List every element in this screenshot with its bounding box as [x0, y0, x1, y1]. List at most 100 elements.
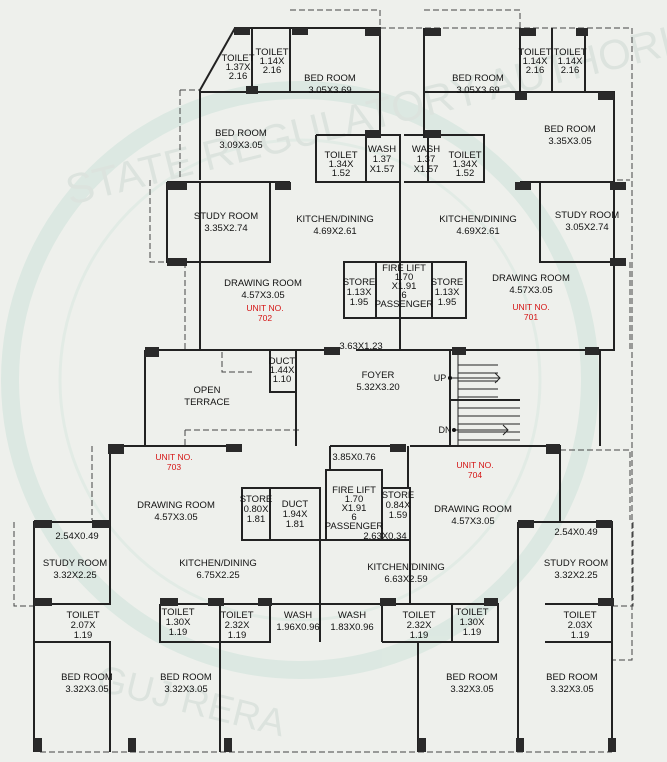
- drawing-704-line: DRAWING ROOM: [434, 504, 512, 515]
- duct-top-line: 1.44X: [270, 365, 295, 376]
- drawing-703-line: 4.57X3.05: [154, 512, 197, 523]
- open-terrace-line: OPEN: [194, 385, 221, 396]
- drawing-701-line: 4.57X3.05: [509, 285, 552, 296]
- toilet-702b-line: 2.16: [263, 65, 282, 76]
- toilet-703c-line: 2.32X: [225, 620, 250, 631]
- bed-703b-line: BED ROOM: [160, 672, 212, 683]
- drawing-704-line: 4.57X3.05: [451, 516, 494, 527]
- kitchen-703-line: KITCHEN/DINING: [179, 558, 257, 569]
- lobby-small-label: 2.63X0.34: [363, 531, 406, 542]
- study-703-line: 3.32X2.25: [53, 570, 96, 581]
- store-704-line: STORE: [382, 490, 415, 501]
- toilet-701b-line: 1.14X: [558, 56, 583, 67]
- drawing-702-line: DRAWING ROOM: [224, 278, 302, 289]
- toilet-701c-line: 1.52: [456, 168, 475, 179]
- unit-701-label: UNIT NO.701: [512, 302, 549, 322]
- toilet-703c-line: TOILET: [220, 610, 253, 621]
- kitchen-703-line: 6.75X2.25: [196, 570, 239, 581]
- store-704-line: 0.84X: [386, 500, 411, 511]
- bed-702b-line: BED ROOM: [215, 128, 267, 139]
- toilet-704a-line: TOILET: [563, 610, 596, 621]
- unit-702-line: UNIT NO.: [246, 303, 283, 313]
- toilet-703c-line: 1.19: [228, 630, 247, 641]
- toilet-702b-line: 1.14X: [260, 56, 285, 67]
- drawing-702-line: 4.57X3.05: [241, 290, 284, 301]
- fire-lift-top-line: 1.70: [395, 272, 414, 283]
- bed-701b-line: 3.35X3.05: [548, 136, 591, 147]
- wash-704-line: WASH: [338, 610, 366, 621]
- store-702-line: 1.13X: [347, 287, 372, 298]
- stair-down-label: DN: [439, 425, 452, 435]
- toilet-701c-line: TOILET: [448, 150, 481, 161]
- bed-702a-line: BED ROOM: [304, 73, 356, 84]
- lobby-bottom-line: 3.85X0.76: [332, 452, 375, 463]
- unit-701-line: 701: [524, 312, 538, 322]
- duct-bottom-line: DUCT: [282, 499, 309, 510]
- kitchen-704-line: KITCHEN/DINING: [367, 562, 445, 573]
- toilet-702b-line: TOILET: [255, 47, 288, 58]
- lobby-top-label: 3.63X1.23: [339, 341, 382, 352]
- fire-lift-bottom-line: PASSENGER: [325, 521, 384, 532]
- lobby-small-line: 2.63X0.34: [363, 531, 406, 542]
- stair-up-dot: [448, 376, 452, 380]
- study-702-line: STUDY ROOM: [194, 211, 258, 222]
- toilet-704a-line: 2.03X: [568, 620, 593, 631]
- toilet-704a-line: 1.19: [571, 630, 590, 641]
- unit-701-line: UNIT NO.: [512, 302, 549, 312]
- toilet-703a-line: 2.07X: [71, 620, 96, 631]
- toilet-701c-line: 1.34X: [453, 159, 478, 170]
- bed-704a-line: 3.32X3.05: [550, 684, 593, 695]
- toilet-702a-line: TOILET: [221, 53, 254, 64]
- toilet-701a-line: 2.16: [526, 65, 545, 76]
- toilet-703b-line: 1.19: [169, 627, 188, 638]
- store-702-line: 1.95: [350, 297, 369, 308]
- toilet-704c-line: TOILET: [402, 610, 435, 621]
- bed-703a-line: BED ROOM: [61, 672, 113, 683]
- fire-lift-bottom-line: X1.91: [342, 503, 367, 514]
- toilet-701a-line: TOILET: [518, 47, 551, 58]
- toilet-703a-line: TOILET: [66, 610, 99, 621]
- wash-701-line: WASH: [412, 144, 440, 155]
- toilet-702a-line: 2.16: [229, 71, 248, 82]
- foyer-line: 5.32X3.20: [356, 382, 399, 393]
- study-701-line: STUDY ROOM: [555, 210, 619, 221]
- wash-702-line: X1.57: [370, 164, 395, 175]
- toilet-704c-line: 1.19: [410, 630, 429, 641]
- balcony-704-label: 2.54X0.49: [554, 527, 597, 538]
- store-701-line: 1.13X: [435, 287, 460, 298]
- lobby-bottom-label: 3.85X0.76: [332, 452, 375, 463]
- store-701-line: STORE: [431, 277, 464, 288]
- fire-lift-top-line: X1.91: [392, 281, 417, 292]
- drawing-703-line: DRAWING ROOM: [137, 500, 215, 511]
- store-702-line: STORE: [343, 277, 376, 288]
- study-701-line: 3.05X2.74: [565, 222, 608, 233]
